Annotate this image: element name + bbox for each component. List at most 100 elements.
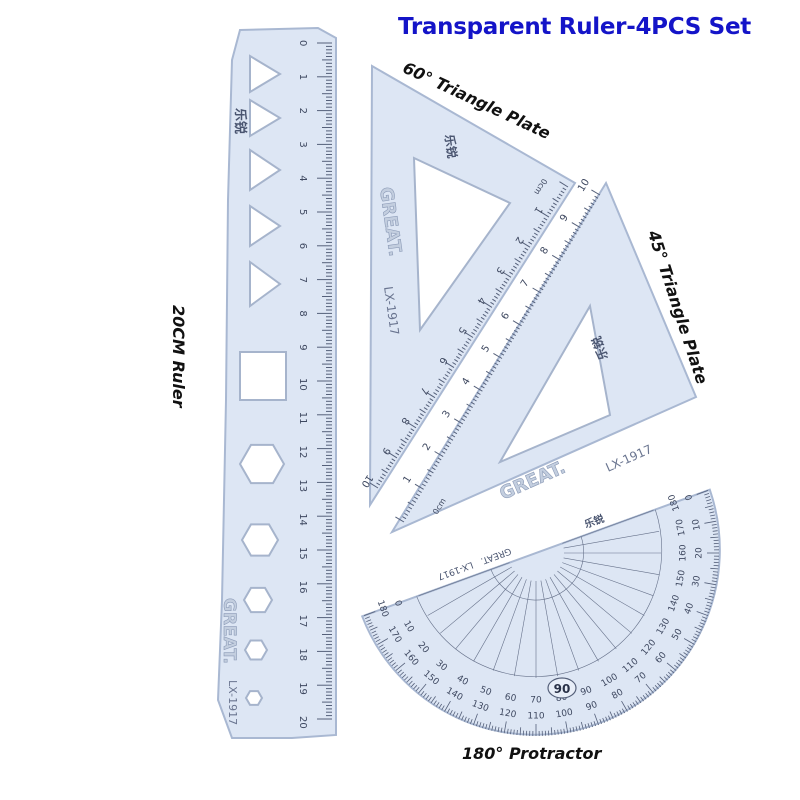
protractor-tick — [482, 723, 485, 729]
t60-tick — [414, 422, 419, 426]
t45-tick — [427, 468, 434, 474]
t60-tick — [404, 437, 409, 441]
protractor-tick — [632, 702, 637, 707]
triangle-60-brand-cn: 乐锐 — [442, 133, 460, 159]
t60-tick — [547, 211, 552, 215]
t45-tick — [539, 287, 544, 291]
t45-tick — [406, 509, 411, 513]
t60-tick — [419, 408, 426, 414]
t45-tick — [414, 496, 418, 500]
t60-tick — [461, 346, 466, 350]
ruler-number: 17 — [297, 615, 308, 628]
t60-tick — [539, 223, 544, 227]
t60-tick — [408, 431, 413, 435]
protractor-tick — [485, 723, 488, 730]
t60-number: 7 — [417, 385, 430, 396]
t45-tick — [417, 490, 422, 494]
t60-tick — [495, 288, 502, 293]
t45-tick — [463, 414, 467, 418]
t60-tick — [518, 256, 523, 260]
t60-tick — [509, 271, 514, 275]
protractor-tick — [377, 638, 389, 645]
t60-tick — [541, 220, 546, 224]
t60-tick — [437, 386, 441, 390]
protractor-tick — [642, 694, 647, 700]
t60-tick — [388, 452, 398, 459]
t60-tick — [511, 268, 516, 272]
t60-tick — [400, 438, 407, 444]
protractor-tick — [415, 687, 420, 692]
ruler-cutout-triangle — [249, 54, 282, 94]
t60-tick — [464, 331, 474, 338]
t45-tick — [441, 450, 446, 454]
ruler-number: 20 — [297, 716, 308, 729]
t45-tick — [519, 320, 524, 323]
triangle-45-model: LX-1917 — [604, 442, 655, 475]
t45-tick — [485, 370, 493, 376]
protractor-tick — [584, 723, 587, 730]
t60-tick — [480, 316, 485, 320]
ruler-cutout-hexagon — [238, 443, 286, 485]
t60-tick — [520, 253, 525, 257]
t45-tick — [583, 207, 591, 212]
protractor-tick — [666, 662, 677, 671]
protractor-tick — [467, 717, 470, 723]
protractor-tick — [422, 693, 427, 698]
t60-tick — [505, 277, 510, 281]
protractor-tick — [616, 711, 620, 717]
protractor-tick — [374, 636, 379, 640]
t45-number: 6 — [499, 311, 512, 322]
t60-number: 2 — [512, 234, 525, 245]
protractor-tick — [433, 700, 437, 705]
protractor-tick — [420, 691, 425, 696]
ruler-cutout-hexagon — [243, 639, 269, 661]
protractor-ray — [540, 580, 558, 677]
protractor-tick — [704, 597, 713, 601]
protractor-tick — [395, 662, 406, 671]
protractor-tick — [619, 710, 623, 715]
protractor-tick — [444, 700, 451, 712]
protractor-tick — [695, 630, 701, 634]
protractor-tick — [516, 729, 518, 736]
t60-tick — [502, 271, 512, 278]
page-title: Transparent Ruler-4PCS Set — [398, 14, 751, 40]
protractor-tick — [708, 508, 714, 511]
t60-tick — [552, 197, 559, 203]
protractor-ray — [560, 566, 645, 616]
protractor-tick — [503, 721, 507, 734]
protractor-tick — [594, 713, 599, 726]
t45-tick — [435, 460, 440, 464]
t45-tick — [568, 238, 573, 242]
protractor-tick — [704, 493, 710, 496]
protractor-tick — [710, 536, 719, 539]
t60-tick — [406, 434, 411, 438]
protractor-tick — [694, 633, 700, 637]
protractor-tick — [704, 520, 717, 524]
t60-tick — [445, 361, 455, 369]
t45-tick — [408, 506, 413, 510]
t45-tick — [580, 218, 585, 222]
t45-tick — [437, 457, 442, 461]
protractor-tick — [712, 574, 718, 576]
t60-tick — [407, 422, 417, 429]
protractor-tick — [683, 652, 688, 656]
protractor-tick — [385, 653, 393, 659]
triangle-45-cutout — [497, 303, 612, 465]
t60-tick — [499, 286, 504, 290]
t45-number: 4 — [460, 376, 473, 387]
protractor-tick — [706, 604, 712, 607]
ruler-number: 5 — [297, 209, 308, 215]
protractor-tick — [663, 676, 668, 681]
t60-number: 8 — [398, 415, 411, 426]
t60-tick — [454, 358, 459, 363]
t45-tick — [431, 467, 436, 471]
t45-tick — [574, 228, 579, 232]
ruler-number: 16 — [297, 581, 308, 594]
protractor-ray — [557, 570, 632, 634]
protractor-tick — [710, 514, 716, 517]
protractor-tick — [372, 633, 378, 637]
t45-number: 1 — [401, 474, 414, 485]
t60-number: 9 — [379, 445, 392, 456]
protractor-tick — [369, 626, 378, 631]
t60-tick — [380, 476, 384, 480]
